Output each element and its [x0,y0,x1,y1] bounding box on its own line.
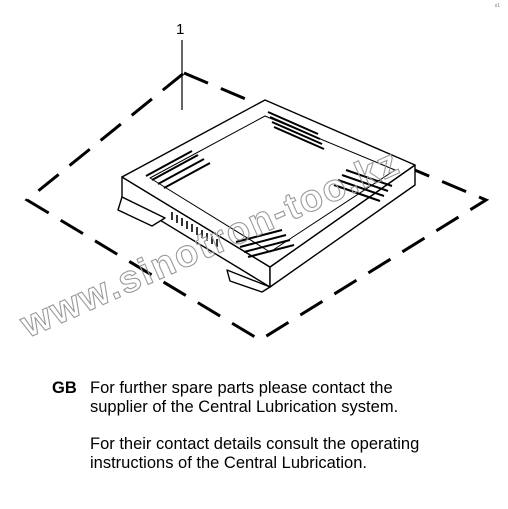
control-unit [117,99,416,293]
item-number-label: 1 [176,21,185,38]
note-line-3: For their contact details consult the op… [90,435,420,453]
note-line-4: instructions of the Central Lubrication. [90,453,367,472]
language-code: GB [52,379,77,397]
note-paragraph-2: For their contact details consult the op… [90,435,492,472]
spare-parts-note: GB For further spare parts please contac… [52,379,492,472]
note-line-2: supplier of the Central Lubrication syst… [90,397,399,416]
connector-slots [171,212,218,247]
note-paragraph-1: For further spare parts please contact t… [90,379,492,416]
vent-stripes [145,111,393,258]
note-line-1: For further spare parts please contact t… [90,379,393,397]
corner-mark: s1 [494,3,500,9]
